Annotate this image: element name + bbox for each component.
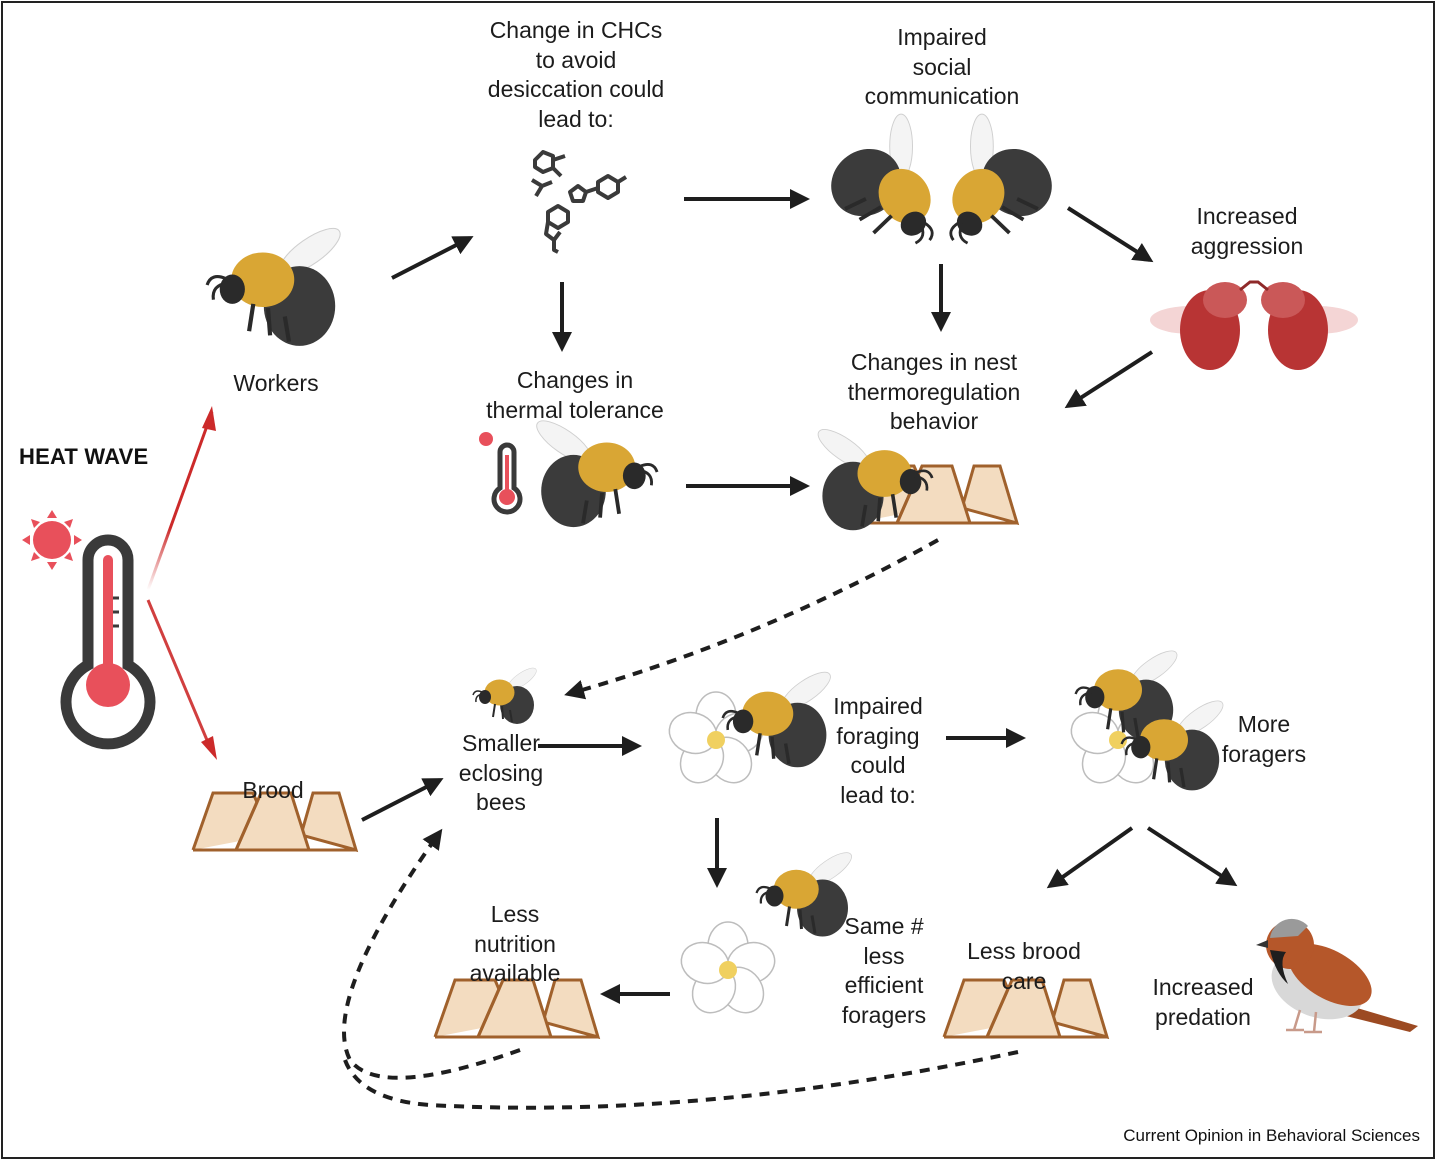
- arrow-more-to-predation: [1146, 826, 1238, 887]
- nutrition-comb-icon: [433, 978, 600, 1039]
- arrow-heat-to-workers: [146, 411, 214, 591]
- small-thermometer-icon: [479, 432, 523, 515]
- arrow-head: [201, 736, 217, 760]
- dashed-arrow-nutrition-to-smaller: [342, 828, 521, 1080]
- label-chc-change: Change in CHCs to avoid desiccation coul…: [487, 17, 665, 132]
- label-impaired-foraging: Impaired foraging could lead to:: [833, 693, 923, 808]
- label-smaller-bees: Smaller eclosing bees: [458, 730, 544, 815]
- label-same-number-foragers: Same # less efficient foragers: [841, 913, 927, 1028]
- thermal-bee-icon: [529, 411, 659, 530]
- label-brood: Brood: [242, 777, 304, 803]
- worker-bee-icon: [207, 221, 346, 346]
- arrow-social-to-aggression: [1066, 206, 1154, 263]
- sun-icon: [22, 510, 82, 570]
- label-less-brood-care: Less brood care: [967, 938, 1081, 994]
- dashed-arrow-broodcare-to-smaller: [343, 1050, 1019, 1110]
- arrow-aggression-to-nest: [1064, 350, 1154, 409]
- label-increased-aggression: Increased aggression: [1190, 203, 1304, 259]
- label-thermal-tolerance: Changes in thermal tolerance: [486, 367, 664, 423]
- arrow-more-to-broodcare: [1046, 826, 1134, 889]
- arrow-brood-to-smaller: [361, 778, 444, 822]
- label-nest-thermoregulation: Changes in nest thermoregulation behavio…: [847, 349, 1021, 434]
- molecule-icon: [530, 150, 628, 254]
- facing-bees-icon: [810, 101, 1073, 274]
- heat-wave-title: HEAT WAVE: [19, 444, 149, 469]
- sparrow-icon: [1256, 918, 1418, 1034]
- label-increased-predation: Increased predation: [1152, 974, 1254, 1030]
- label-workers: Workers: [233, 370, 319, 396]
- arrow-workers-to-chc: [391, 236, 474, 280]
- small-bee-icon: [472, 663, 541, 725]
- journal-credit: Current Opinion in Behavioral Sciences: [1123, 1126, 1420, 1145]
- dashed-arrow-nest-to-smaller: [564, 538, 939, 700]
- label-impaired-social: Impaired social communication: [864, 24, 1020, 109]
- aggressive-bees-icon: [1150, 280, 1358, 370]
- arrow-head: [202, 406, 216, 431]
- label-less-nutrition: Less nutrition available: [469, 901, 561, 986]
- thermometer-icon: [60, 534, 156, 750]
- label-more-foragers: More foragers: [1221, 711, 1307, 767]
- flower-icon: [675, 921, 781, 1022]
- arrow-heat-to-brood: [146, 599, 214, 753]
